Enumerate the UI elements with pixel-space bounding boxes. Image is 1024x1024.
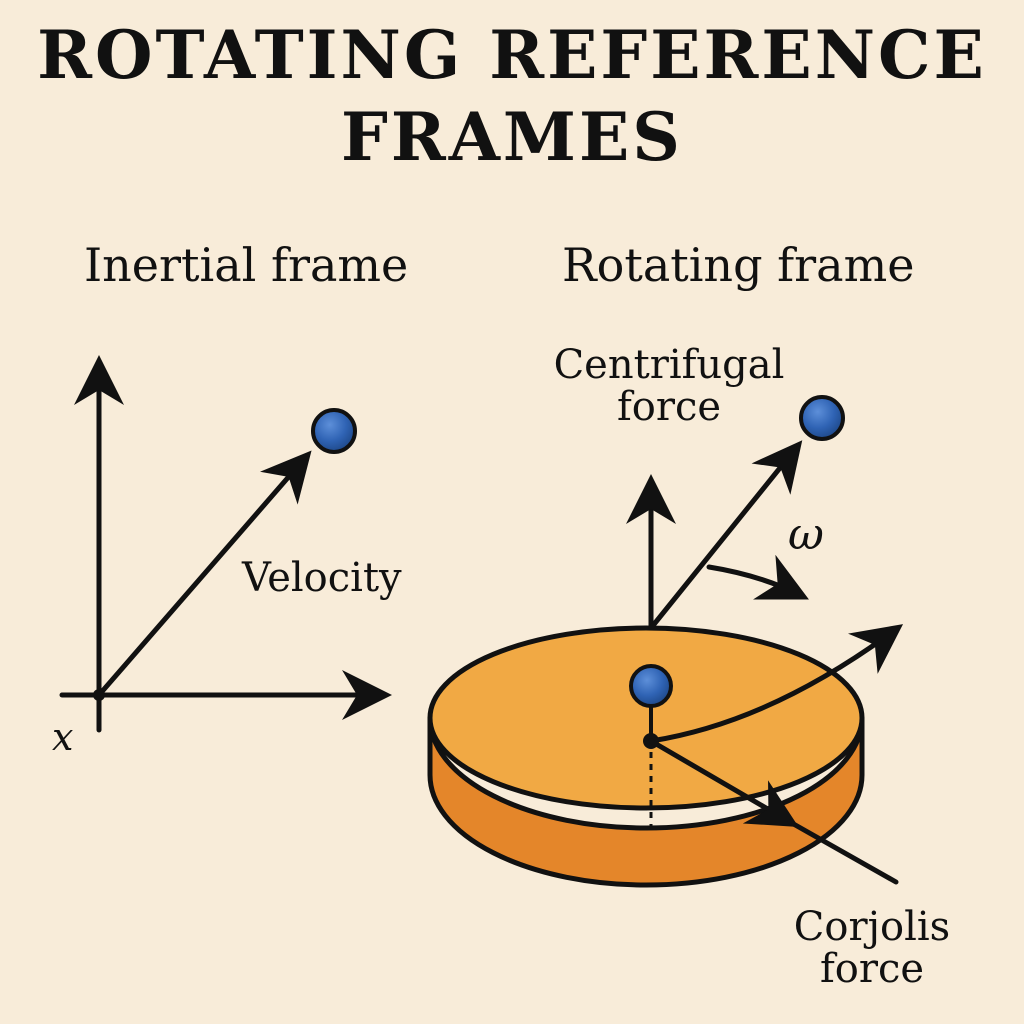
x-axis-label: x	[52, 715, 74, 759]
coriolis-label-line2: force	[819, 946, 925, 992]
rotating-ball	[799, 395, 845, 441]
coriolis-line	[787, 819, 899, 885]
inertial-ball	[311, 408, 357, 454]
centrifugal-arrow	[648, 440, 803, 631]
title-line-2: FRAMES	[341, 98, 683, 176]
inertial-origin-dot	[93, 689, 105, 701]
coriolis-force-label: Corjolis force	[770, 906, 974, 990]
disk-side	[427, 715, 865, 888]
rotating-disk	[427, 625, 865, 888]
centrifugal-label-line1: Centrifugal	[553, 342, 785, 388]
velocity-arrow	[96, 450, 312, 698]
inertial-axes	[59, 355, 392, 733]
centrifugal-label-line2: force	[616, 384, 722, 430]
disk-ball	[629, 664, 673, 708]
rotating-frame-heading: Rotating frame	[562, 238, 915, 292]
omega-rotation-arrow	[706, 554, 809, 600]
disk-top	[427, 625, 865, 811]
coriolis-arrow	[648, 738, 799, 828]
velocity-label: Velocity	[242, 555, 402, 601]
coriolis-label-line1: Corjolis	[793, 904, 951, 950]
omega-label: ω	[788, 509, 824, 560]
centrifugal-force-label: Centrifugal force	[528, 344, 810, 428]
title-line-1: ROTATING REFERENCE	[37, 16, 987, 94]
curved-force-arrow	[648, 624, 904, 744]
inertial-frame-heading: Inertial frame	[84, 238, 409, 292]
